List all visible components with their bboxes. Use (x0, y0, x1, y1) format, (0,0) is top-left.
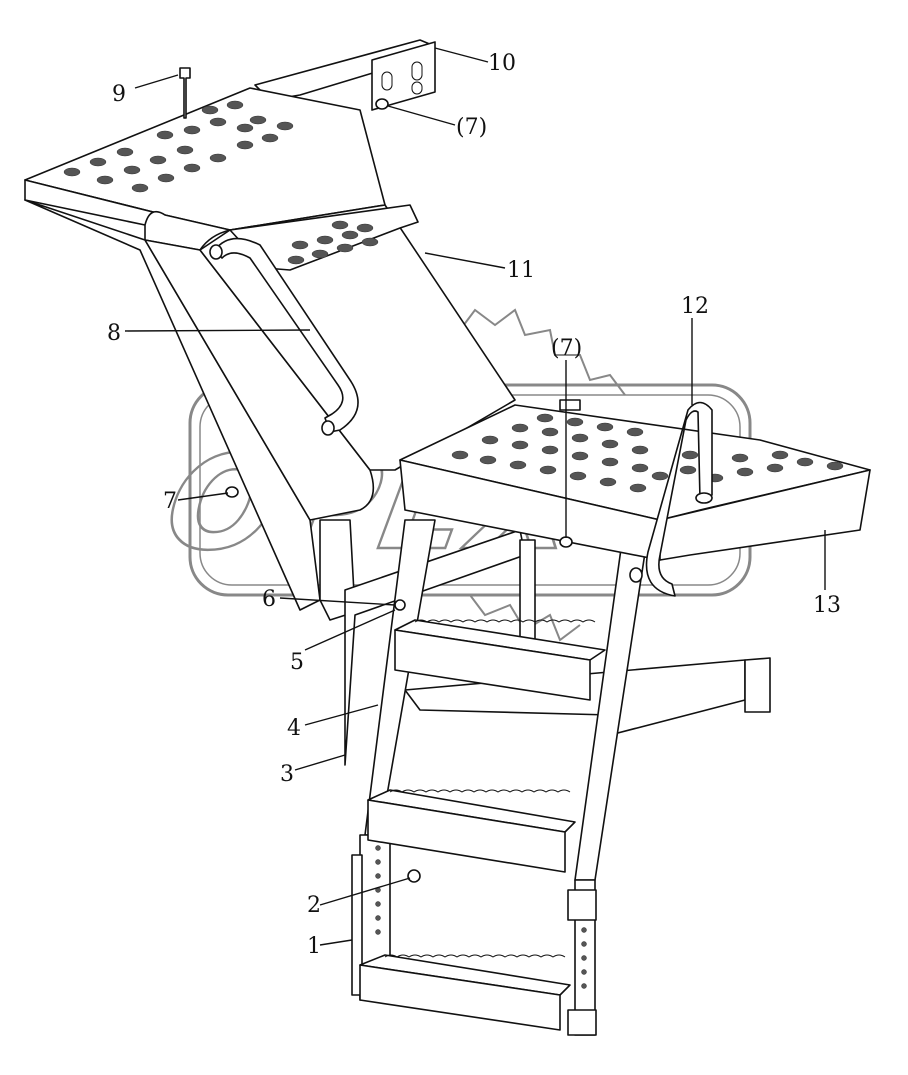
bolt-7-lower (559, 536, 573, 548)
callout-7: 7 (163, 489, 177, 514)
callout-3: 3 (280, 762, 294, 787)
callout-10: 10 (488, 51, 516, 76)
bolt-7-top (375, 98, 389, 110)
callout-2: 2 (307, 893, 321, 918)
extension-holes (375, 845, 587, 989)
lower-platform-holes (451, 413, 844, 493)
callout-8: 8 (107, 321, 121, 346)
bolt-2 (407, 869, 421, 883)
upper-step-platform (24, 67, 516, 621)
callout-7-top: (7) (456, 115, 487, 140)
upper-platform-holes (63, 100, 379, 265)
bolt-5 (394, 599, 406, 611)
rear-bracket (254, 39, 436, 111)
callout-labels: 1 2 3 4 5 6 7 (7) (7) 8 9 10 11 12 13 (107, 51, 841, 959)
callout-6: 6 (262, 587, 276, 612)
bolt-9 (179, 67, 191, 119)
callout-12: 12 (681, 294, 709, 319)
callout-7-middle: (7) (551, 336, 582, 361)
callout-13: 13 (813, 593, 841, 618)
callout-5: 5 (290, 650, 304, 675)
lower-handrail (629, 401, 713, 597)
upper-handrail (209, 237, 359, 436)
ladder-treads (359, 619, 606, 1031)
callout-1: 1 (307, 934, 321, 959)
ladder-frame (344, 519, 771, 1036)
callout-11: 11 (507, 258, 535, 283)
callout-4: 4 (287, 716, 301, 741)
leader-lines (124, 47, 826, 946)
callout-9: 9 (112, 82, 126, 107)
lower-step-platform (399, 399, 871, 561)
bolt-7-left (225, 486, 239, 498)
